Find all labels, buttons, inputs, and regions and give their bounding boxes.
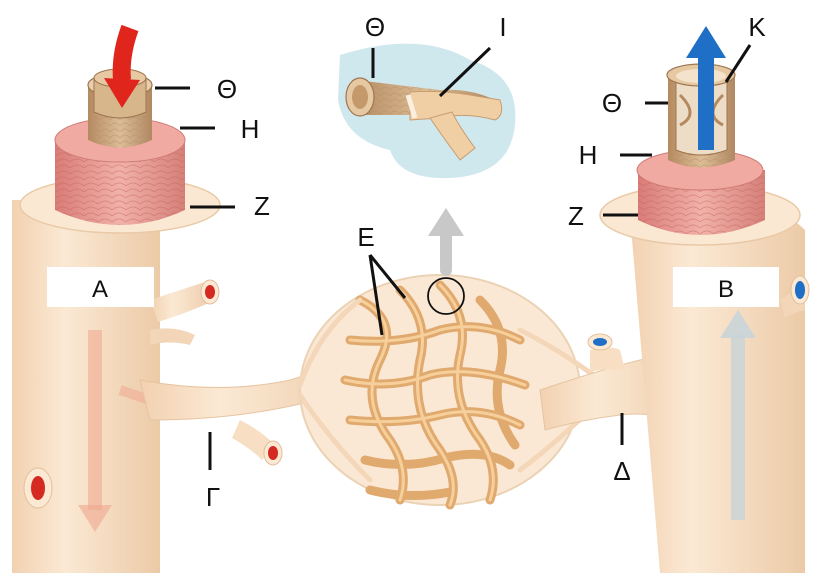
label-vein-outer: Z	[568, 201, 584, 231]
label-venule: Δ	[613, 456, 630, 486]
capillary-bed	[297, 208, 603, 510]
venule-branch-lumen	[593, 338, 607, 346]
arteriole	[139, 349, 371, 466]
capillary-bed-outline	[299, 274, 581, 506]
vein-trunk	[630, 210, 805, 573]
inset-detail	[338, 43, 516, 179]
label-valve: K	[748, 12, 766, 42]
leader-lines	[155, 44, 752, 470]
label-vein-inner: Θ	[602, 88, 622, 118]
label-inset-branch: I	[499, 12, 506, 42]
label-arteriole: Γ	[206, 482, 220, 512]
artery-left-lumen	[31, 476, 45, 500]
capillary-highlight-circle	[427, 277, 465, 315]
label-artery-outer: Z	[254, 191, 270, 221]
vein	[599, 26, 810, 573]
artery-label: A	[92, 276, 108, 303]
label-capillaries: E	[357, 222, 374, 252]
vein-valve-left	[678, 93, 692, 127]
arteriole-branch-lumen	[268, 446, 278, 460]
artery-branch-lumen	[205, 285, 215, 299]
leader-inset-branch	[438, 46, 492, 98]
vein-branch-lumen	[795, 281, 805, 299]
leader-capillary-1	[368, 254, 384, 336]
vein-label-box: B	[673, 267, 779, 307]
label-inset-inner: Θ	[365, 12, 385, 42]
artery-label-box: A	[47, 267, 154, 307]
label-artery-middle: H	[241, 114, 260, 144]
leader-capillary-2	[368, 254, 407, 299]
label-artery-inner: Θ	[217, 74, 237, 104]
label-vein-middle: H	[579, 140, 598, 170]
vein-label: B	[718, 276, 734, 303]
leader-valve	[724, 44, 752, 83]
arterial-flow-arrow	[112, 24, 139, 81]
